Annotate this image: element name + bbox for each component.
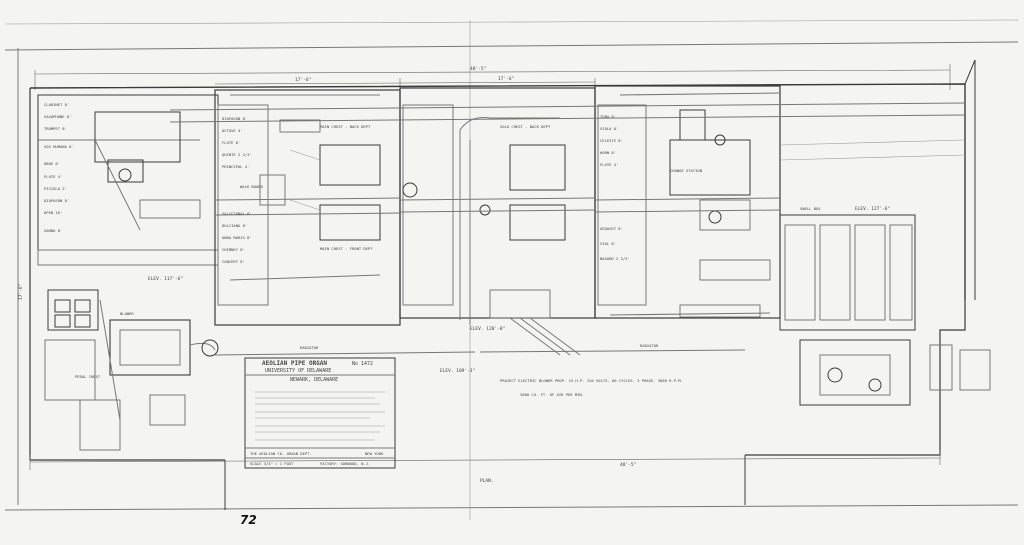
chamber-center-left — [214, 89, 401, 326]
top-dimensions: 48'-5" 17'-6" 17'-6" — [34, 64, 951, 92]
wind-trunks — [169, 102, 966, 216]
chamber-center-right — [594, 85, 781, 319]
left-height-label: 17'-6" — [18, 284, 24, 300]
stop-label: CHIMNEY 8' — [222, 247, 245, 252]
elev-right-label: ELEV. 127'-6" — [855, 206, 890, 212]
stop-label: FLUTE 4' — [600, 162, 618, 167]
stop-label: PRINCIPAL 4' — [222, 164, 249, 169]
stop-label: UNDA MARIS 8' — [222, 235, 252, 240]
title-block-factory: FACTORY: GARWOOD, N.J. — [320, 461, 370, 466]
stop-label: DIAPASON 8' — [222, 116, 247, 121]
radiator-left-label: RADIATOR — [300, 345, 319, 350]
stop-label: NASARD 2 2/3' — [600, 256, 630, 261]
stop-label: VIOL 8' — [600, 241, 616, 246]
stop-label: DULCIANA 8' — [222, 223, 247, 228]
stop-label: TUBA 8' — [600, 114, 616, 119]
title-block-opus: No 1472 — [352, 361, 373, 367]
stop-label: FLUTE 4' — [44, 174, 62, 179]
stop-label: VIOLA 8' — [600, 126, 618, 131]
solo-chest-label: SOLO CHEST - BACK DEPT — [500, 124, 551, 129]
sheet-number: 72 — [240, 513, 257, 527]
stop-label: PICCOLO 2' — [44, 186, 67, 191]
radiators: RADIATOR RADIATOR — [214, 343, 746, 356]
blower-area — [44, 289, 219, 451]
stop-label: GEDACKT 8' — [600, 226, 623, 231]
stop-label: DIAPASON 8' — [44, 198, 69, 203]
stop-label: SAXOPHONE 8' — [44, 114, 71, 119]
stop-label: HORN 8' — [600, 150, 616, 155]
misc-labels: MAIN CHEST - BACK DEPT MAIN CHEST - FRON… — [18, 124, 890, 484]
title-block-client: UNIVERSITY OF DELAWARE — [265, 368, 331, 374]
chamber-right — [779, 214, 991, 406]
stops-center-list: DIAPASON 8' OCTAVE 4' FLUTE 8' QUINTE 2 … — [222, 116, 252, 264]
chamber-left — [37, 94, 219, 266]
right-span-label: 17'-6" — [498, 76, 514, 82]
stop-label: OBOE 8' — [44, 161, 60, 166]
blower-note: PROJECT ELECTRIC BLOWER PROP. 15 H.P. 22… — [500, 378, 683, 383]
main-chest-front-label: MAIN CHEST - FRONT DEPT — [320, 246, 373, 251]
stop-label: CELESTE 8' — [600, 138, 623, 143]
elev-center-label: ELEV. 120'-0" — [470, 326, 505, 332]
stop-label: TROMPET 8' — [44, 126, 67, 131]
elev-left-label: ELEV. 117'-6" — [148, 276, 183, 282]
title-block-city: NEW YORK — [365, 451, 384, 456]
left-span-label: 17'-6" — [295, 77, 311, 83]
stop-label: GAMBA 8' — [44, 228, 62, 233]
stop-label: FLUTE 8' — [222, 140, 240, 145]
bottom-width-label: 48'-5" — [620, 462, 636, 468]
stop-label: OCTAVE 4' — [222, 128, 243, 133]
title-block-company: THE AEOLIAN CO. ORGAN DEPT. — [250, 451, 312, 456]
chamber-center — [399, 87, 596, 356]
radiator-right-label: RADIATOR — [640, 343, 659, 348]
title-block: AEOLIAN PIPE ORGAN No 1472 UNIVERSITY OF… — [244, 357, 396, 469]
elev-center2-label: ELEV. 109'-3" — [440, 368, 475, 374]
plan-label: PLAN. — [480, 478, 494, 484]
stop-label: CLARINET 8' — [44, 102, 69, 107]
pedal-chest-label: PEDAL CHEST — [75, 374, 101, 379]
main-chest-back-label: MAIN CHEST - BACK DEPT — [320, 124, 371, 129]
title-block-location: NEWARK, DELAWARE — [290, 377, 338, 383]
stop-label: VOX HUMANA 8' — [44, 144, 74, 149]
swell-box-label: SWELL BOX — [800, 206, 821, 211]
title-block-scale: SCALE 3/4" = 1 FOOT — [250, 461, 294, 466]
blower-note-2: 3000 CU. FT. OF AIR PER MIN. — [520, 392, 584, 397]
title-block-title: AEOLIAN PIPE ORGAN — [262, 360, 327, 367]
blower-label: BLOWER — [120, 311, 134, 316]
stop-label: CONCERT 8' — [222, 259, 245, 264]
change-station-label: CHANGE STATION — [670, 168, 703, 173]
stops-right-list: TUBA 8' VIOLA 8' CELESTE 8' HORN 8' FLUT… — [600, 114, 630, 261]
stops-left-list: CLARINET 8' SAXOPHONE 8' TROMPET 8' VOX … — [44, 102, 74, 233]
stop-label: OPEN 16' — [44, 210, 62, 215]
walk-board-label: WALK BOARD — [240, 184, 264, 189]
stop-label: QUINTE 2 2/3' — [222, 152, 252, 157]
bottom-dimensions — [29, 450, 941, 470]
stop-label: SALICIONAL 8' — [222, 211, 252, 216]
top-width-label: 48'-5" — [470, 66, 486, 72]
